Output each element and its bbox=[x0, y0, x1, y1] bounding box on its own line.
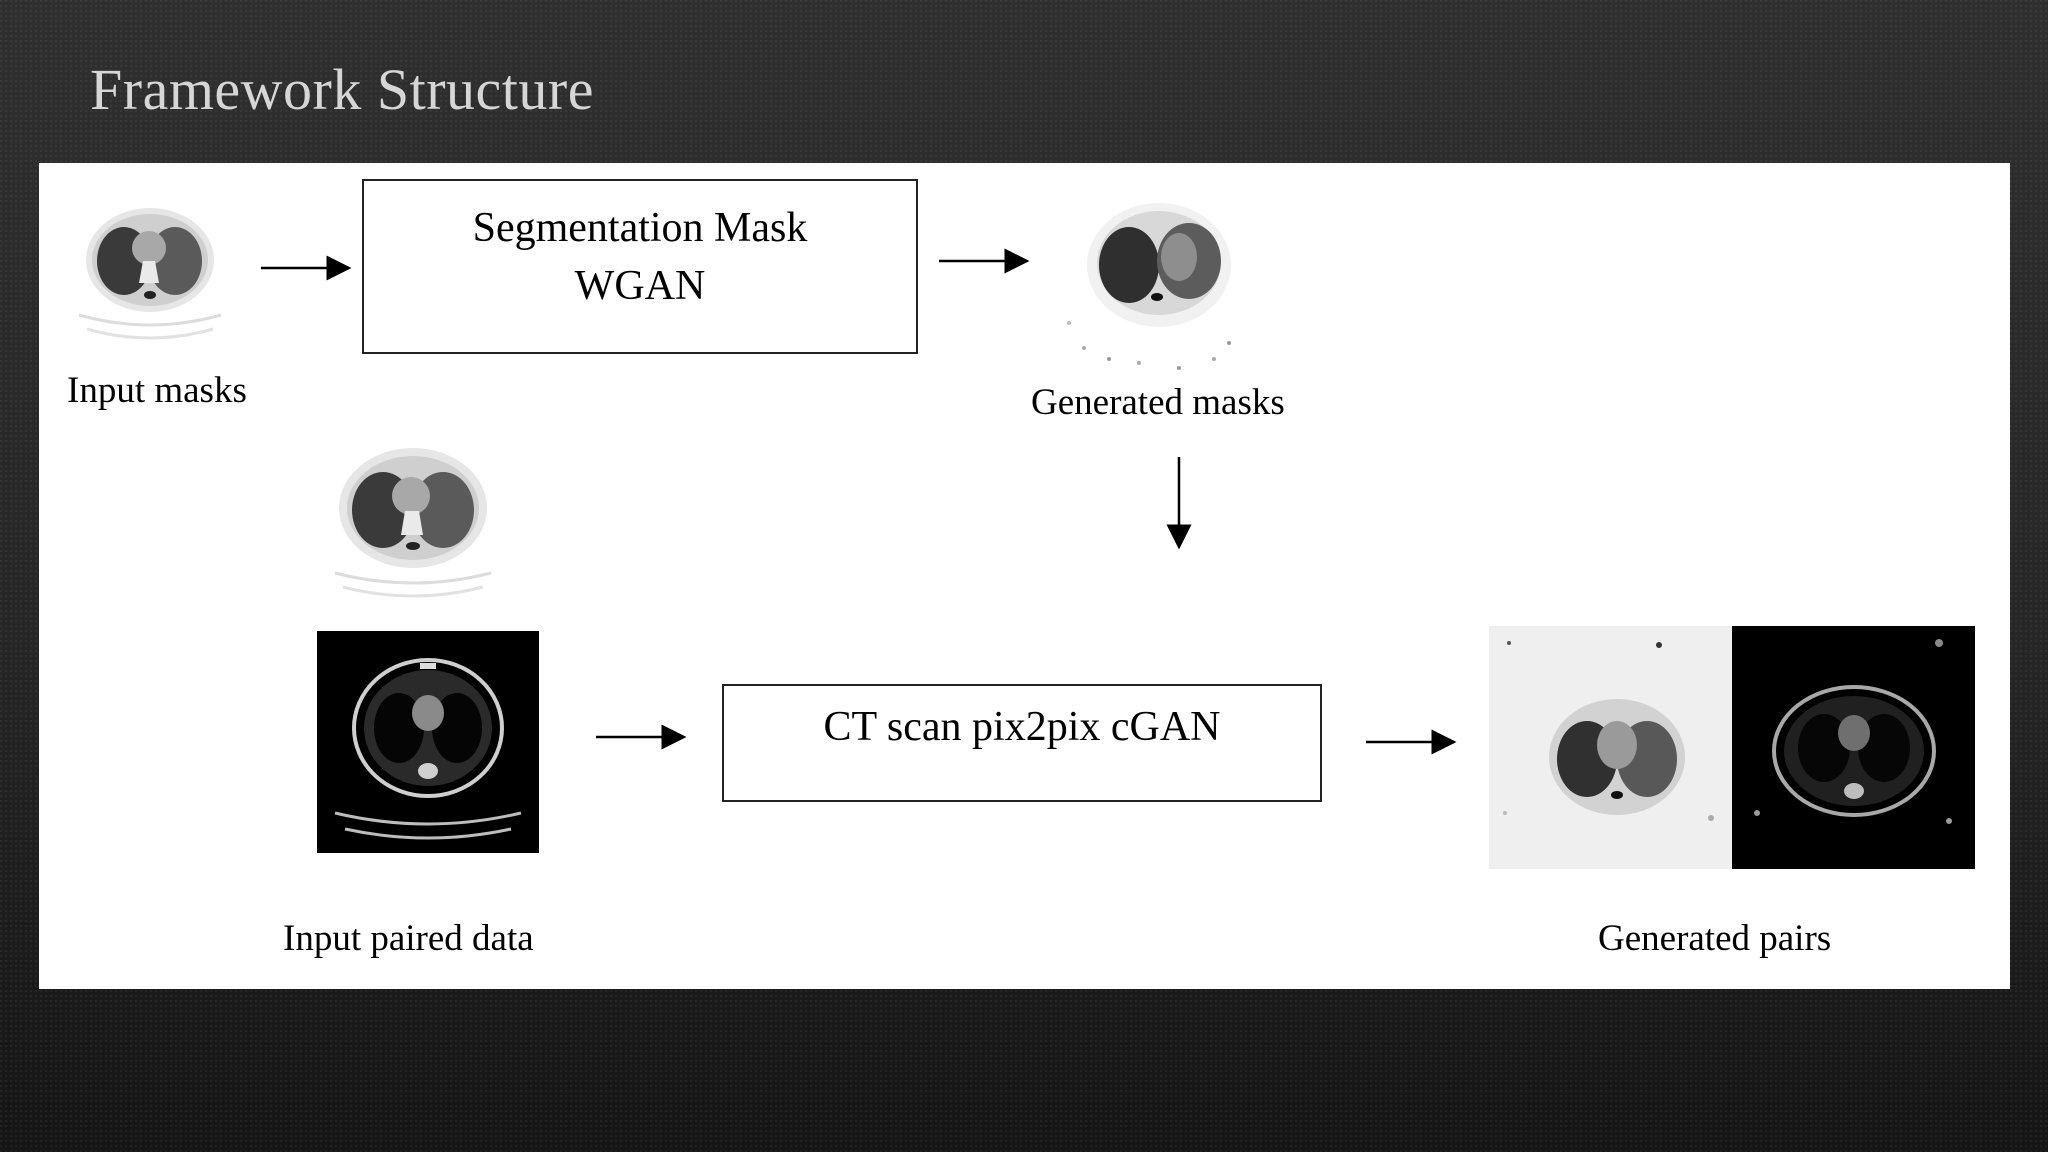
label-generated-pairs: Generated pairs bbox=[1598, 918, 1832, 959]
input-mask-image bbox=[78, 208, 222, 340]
label-input-paired-data: Input paired data bbox=[283, 918, 534, 959]
label-input-masks: Input masks bbox=[67, 370, 247, 411]
generated-mask-pair-image bbox=[1489, 626, 1732, 869]
paired-mask-image bbox=[334, 448, 492, 598]
wgan-box: Segmentation Mask WGAN bbox=[362, 179, 918, 354]
wgan-box-line1: Segmentation Mask bbox=[472, 205, 808, 251]
diagram-panel: Segmentation Mask WGAN CT scan pix2pix c… bbox=[39, 163, 2010, 989]
slide-title: Framework Structure bbox=[90, 57, 594, 122]
input-ct-scan-image bbox=[317, 631, 539, 853]
label-generated-masks: Generated masks bbox=[1031, 382, 1285, 423]
diagram-canvas bbox=[78, 203, 1975, 869]
wgan-box-line2: WGAN bbox=[574, 263, 706, 309]
cgan-box-label: CT scan pix2pix cGAN bbox=[823, 704, 1221, 750]
generated-ct-pair-image bbox=[1732, 626, 1975, 869]
generated-mask-image bbox=[1067, 203, 1231, 370]
cgan-box: CT scan pix2pix cGAN bbox=[722, 684, 1322, 802]
